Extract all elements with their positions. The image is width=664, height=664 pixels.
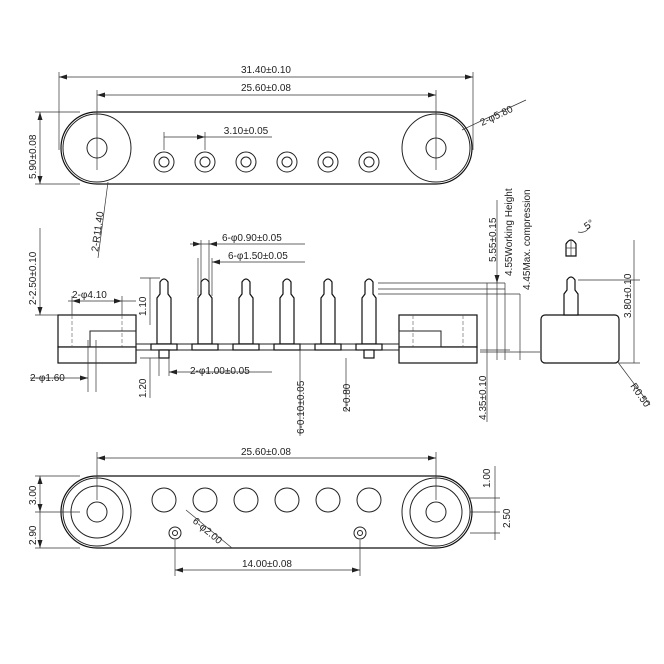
bottom-pad — [274, 487, 300, 513]
top-pin — [235, 151, 257, 173]
top-body-outline — [60, 111, 473, 185]
dim-width: 5.90±0.08 — [28, 134, 39, 179]
dim-tail-height: 1.20 — [138, 378, 149, 398]
bottom-view: 25.60±0.08 3.00 2.90 6-φ2.00 14.00±0.08 … — [28, 447, 513, 576]
top-pin — [153, 151, 175, 173]
top-pin — [194, 151, 216, 173]
dim-hole-dia: 2-φ1.60 — [30, 373, 65, 384]
bottom-pad — [192, 487, 218, 513]
front-pin — [273, 278, 301, 351]
bottom-left-mount-hole — [86, 501, 108, 523]
dim-counterbore-depth: 2-2.50±0.10 — [28, 251, 39, 305]
bottom-right-locator — [353, 526, 367, 540]
top-pin-core — [158, 156, 170, 168]
top-pin — [276, 151, 298, 173]
bottom-left-locator-core — [172, 530, 178, 536]
bottom-right-mount-hole — [425, 501, 447, 523]
bottom-body-outline — [60, 475, 473, 549]
bottom-left-locator — [168, 526, 182, 540]
front-pin — [355, 278, 383, 359]
top-pin — [358, 151, 380, 173]
dim-end-radius: 2-R11.40 — [90, 210, 107, 252]
top-pin-row — [153, 151, 380, 173]
dim-working-height: 4.55Working Height — [504, 188, 515, 276]
dim-pin-base-thickness: 6-0.10±0.05 — [296, 380, 307, 434]
side-body — [540, 314, 620, 364]
front-left-counterbore — [89, 330, 137, 348]
dim-locator-spacing: 14.00±0.08 — [242, 559, 292, 570]
front-pin — [314, 278, 342, 351]
front-pin — [232, 278, 260, 351]
dim-side-height: 3.80±0.10 — [623, 273, 634, 318]
bottom-pad — [151, 487, 177, 513]
dim-head-height: 1.10 — [138, 296, 149, 316]
dim-tail-dia: 2-φ1.00±0.05 — [190, 366, 250, 377]
front-pin — [191, 278, 219, 351]
dim-overall-length: 31.40±0.10 — [241, 65, 291, 76]
front-view: 6-φ0.90±0.05 6-φ1.50±0.05 2-φ4.10 2-2.50… — [28, 188, 540, 436]
top-pin — [317, 151, 339, 173]
side-pin — [563, 276, 579, 316]
dim-free-height: 5.55±0.15 — [488, 217, 499, 262]
dim-pin-head-dia: 6-φ0.90±0.05 — [222, 233, 282, 244]
dim-mount-hole-dia: 2-φ5.80 — [479, 104, 516, 129]
top-pin-core — [322, 156, 334, 168]
top-pin-core — [199, 156, 211, 168]
leader-line — [97, 181, 109, 259]
top-pin-core — [363, 156, 375, 168]
dim-bottom-offset: 2.90 — [28, 525, 39, 545]
bottom-pad — [233, 487, 259, 513]
bottom-pad — [356, 487, 382, 513]
dim-bottom-mount-spacing: 25.60±0.08 — [241, 447, 291, 458]
bottom-pad-row — [151, 487, 382, 513]
dim-max-compression: 4.45Max. compression — [522, 189, 533, 290]
front-pin — [150, 278, 178, 359]
bottom-right-locator-core — [357, 530, 363, 536]
top-view: 31.40±0.10 25.60±0.08 3.10±0.05 2-φ5.80 … — [28, 65, 527, 259]
top-pin-core — [281, 156, 293, 168]
dim-angle: 5° — [582, 218, 596, 232]
dim-mount-hole-spacing: 25.60±0.08 — [241, 83, 291, 94]
leader-line — [499, 99, 527, 113]
dim-pin-body-dia: 6-φ1.50±0.05 — [228, 251, 288, 262]
dim-tail-step: 2-0.80 — [342, 383, 353, 412]
front-left-block-lower — [57, 346, 137, 364]
dim-counterbore-dia: 2-φ4.10 — [72, 290, 107, 301]
dim-edge-offset-top: 1.00 — [482, 468, 493, 488]
front-right-counterbore — [398, 330, 442, 348]
dim-body-height: 4.35±0.10 — [478, 375, 489, 420]
front-right-block-lower — [398, 346, 478, 364]
dim-edge-offset: 2.50 — [502, 508, 513, 528]
front-pins — [150, 278, 383, 359]
leader-line — [461, 111, 501, 131]
dim-corner-radius: R0.50 — [628, 381, 653, 410]
top-pin-core — [240, 156, 252, 168]
dim-top-offset: 3.00 — [28, 485, 39, 505]
side-view: 5° 3.80±0.10 R0.50 — [540, 218, 653, 410]
dim-pin-pitch: 3.10±0.05 — [224, 126, 269, 137]
bottom-pad — [315, 487, 341, 513]
